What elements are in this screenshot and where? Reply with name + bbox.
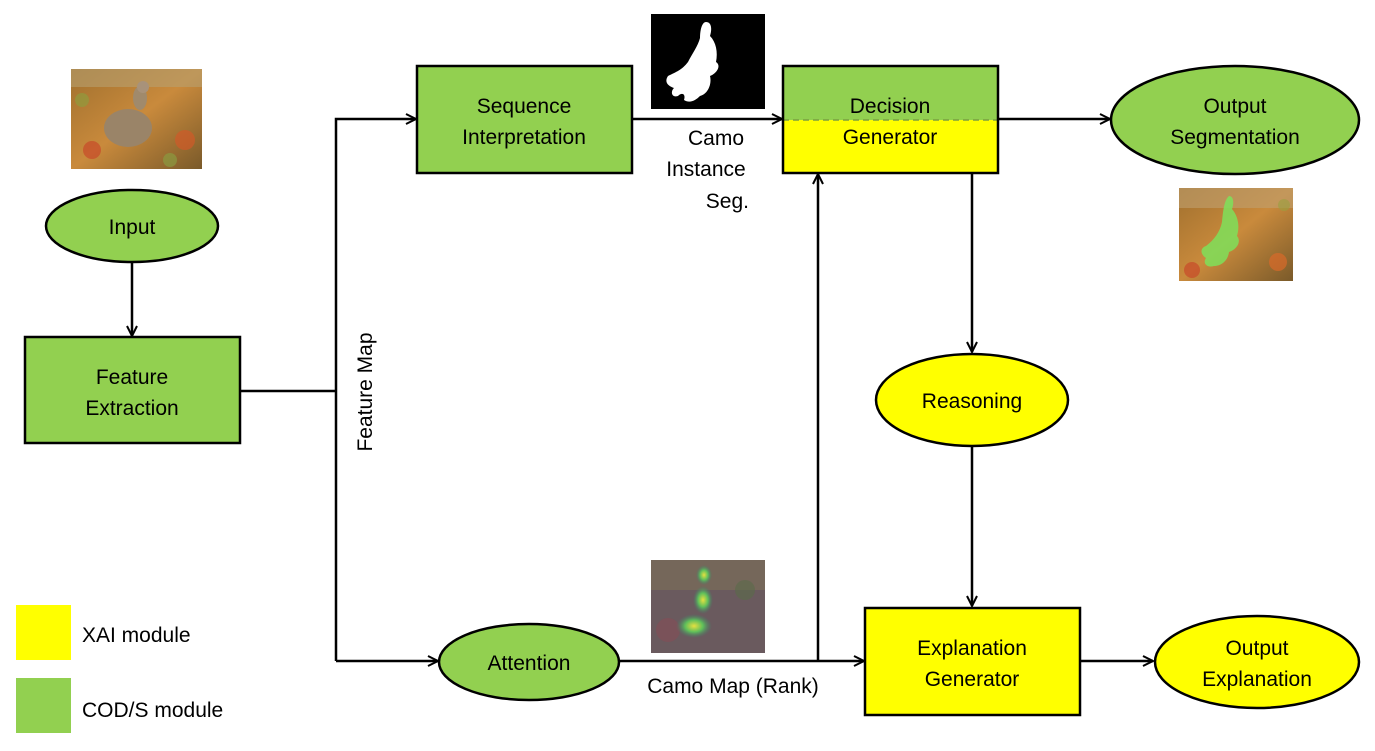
node-output-explanation: Output Explanation bbox=[1153, 614, 1361, 710]
edge-label-feature-map: Feature Map bbox=[354, 332, 377, 451]
legend-cod-label: COD/S module bbox=[82, 699, 223, 722]
node-sequence-interpretation: Sequence Interpretation bbox=[415, 64, 634, 175]
node-attention: Attention bbox=[437, 622, 621, 702]
input-photo bbox=[71, 69, 202, 169]
node-explanation-generator-line2: Generator bbox=[925, 668, 1020, 691]
legend-xai-label: XAI module bbox=[82, 624, 191, 647]
node-explanation-generator: Explanation Generator bbox=[863, 606, 1082, 717]
connectors bbox=[132, 119, 1153, 661]
attention-heatmap-image bbox=[651, 560, 765, 653]
node-output-segmentation: Output Segmentation bbox=[1109, 64, 1361, 176]
node-reasoning: Reasoning bbox=[874, 352, 1070, 448]
edge-label-camo-line2: Instance bbox=[666, 158, 745, 181]
node-sequence-interpretation-line2: Interpretation bbox=[462, 126, 586, 149]
node-input-label: Input bbox=[109, 216, 156, 239]
node-feature-extraction-line2: Extraction bbox=[85, 397, 178, 420]
node-output-segmentation-line1: Output bbox=[1203, 95, 1266, 118]
node-output-explanation-line2: Explanation bbox=[1202, 668, 1312, 691]
node-explanation-generator-line1: Explanation bbox=[917, 637, 1027, 660]
segmentation-overlay-image bbox=[1179, 188, 1293, 281]
legend-cod-swatch bbox=[16, 678, 71, 733]
node-attention-label: Attention bbox=[488, 652, 571, 675]
node-output-segmentation-line2: Segmentation bbox=[1170, 126, 1300, 149]
node-input: Input bbox=[44, 188, 220, 264]
node-sequence-interpretation-line1: Sequence bbox=[477, 95, 572, 118]
node-decision-generator-line1: Decision bbox=[850, 95, 931, 118]
edge-label-camo-map-rank: Camo Map (Rank) bbox=[647, 675, 819, 698]
legend-xai-swatch bbox=[16, 605, 71, 660]
node-reasoning-label: Reasoning bbox=[922, 390, 1022, 413]
instance-mask-image bbox=[651, 14, 765, 109]
node-decision-generator: Decision Generator bbox=[781, 64, 1000, 175]
edge-trunk-to-sequence bbox=[334, 119, 416, 661]
legend: XAI module COD/S module bbox=[16, 605, 223, 733]
node-feature-extraction-line1: Feature bbox=[96, 366, 168, 389]
node-feature-extraction: Feature Extraction bbox=[23, 335, 242, 445]
edge-label-camo-line3: Seg. bbox=[706, 190, 749, 213]
node-decision-generator-line2: Generator bbox=[843, 126, 938, 149]
edge-label-camo-line1: Camo bbox=[688, 127, 744, 150]
node-output-explanation-line1: Output bbox=[1225, 637, 1288, 660]
